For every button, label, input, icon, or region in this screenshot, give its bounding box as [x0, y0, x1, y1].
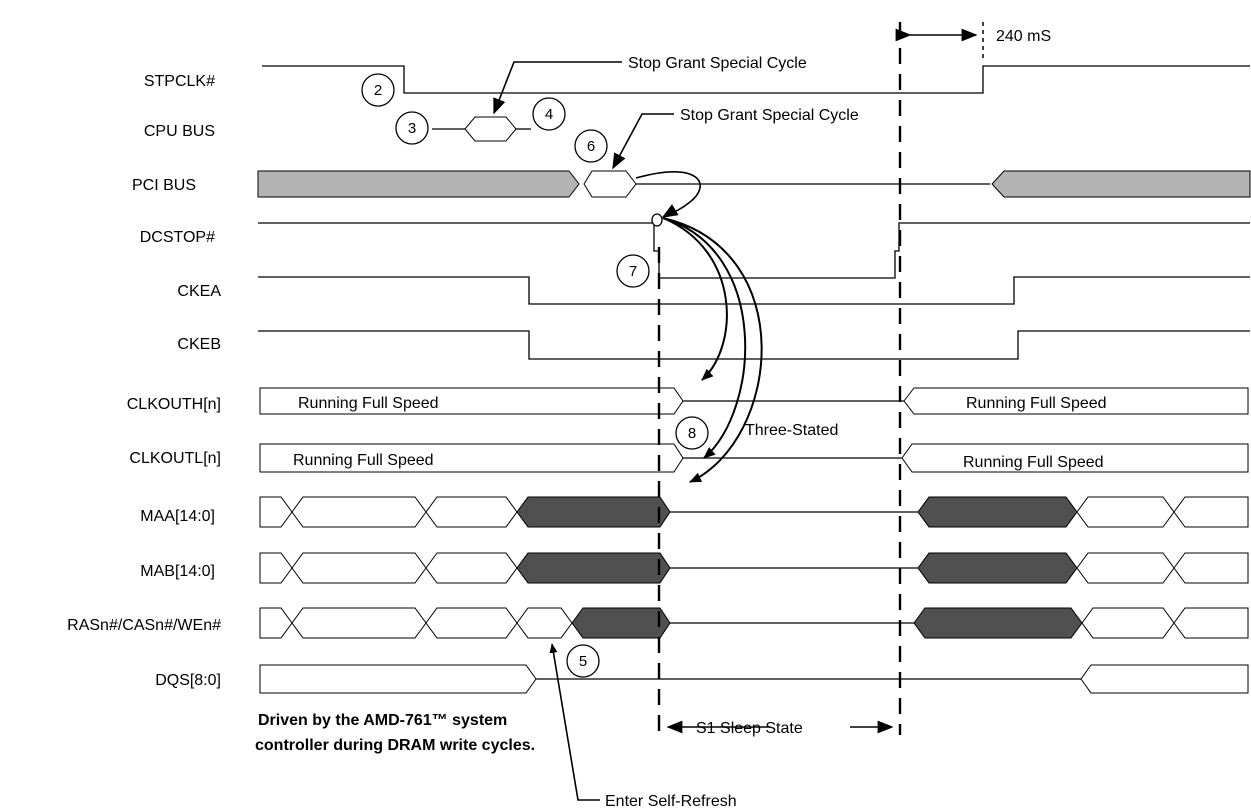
dcstop-to-maa-arrow [662, 217, 763, 483]
dqs-waveform [259, 664, 1249, 694]
s1-sleep-label: S1 Sleep State [696, 720, 803, 737]
signal-label-ckea: CKEA [177, 283, 221, 300]
three-stated-label: Three-Stated [745, 422, 838, 439]
stop-grant-2-label: Stop Grant Special Cycle [680, 107, 859, 124]
stop-grant-2-leader [612, 113, 674, 170]
step-marker-4: 4 [532, 97, 566, 131]
signal-label-mab: MAB[14:0] [140, 563, 215, 580]
dcstop-edge-marker [651, 213, 663, 227]
signal-label-dcstop: DCSTOP# [140, 229, 215, 246]
stop-grant-1-leader [493, 61, 622, 115]
signal-label-pci-bus: PCI BUS [132, 177, 196, 194]
step-marker-7: 7 [616, 254, 650, 288]
dcstop-to-clkoutl-arrow [662, 217, 747, 459]
dcstop-to-clkouth-arrow [662, 217, 728, 381]
clkouth-running-right-label: Running Full Speed [966, 395, 1107, 412]
pci-bus-active-right [991, 170, 1251, 198]
svg-text:4: 4 [545, 106, 553, 123]
svg-text:5: 5 [579, 653, 587, 670]
signal-labels: STPCLK# CPU BUS PCI BUS DCSTOP# CKEA CKE… [67, 73, 221, 689]
clkouth-waveform [259, 387, 1249, 415]
signal-label-maa: MAA[14:0] [140, 508, 215, 525]
enter-self-refresh-leader [549, 643, 600, 801]
mab-waveform [259, 552, 1249, 584]
pci-bus-active-left [257, 170, 580, 198]
signal-label-clkouth: CLKOUTH[n] [127, 396, 221, 413]
enter-self-refresh-label: Enter Self-Refresh [605, 793, 737, 810]
signal-label-clkoutl: CLKOUTL[n] [129, 450, 221, 467]
stpclk-waveform [262, 65, 1250, 94]
dcstop-waveform [258, 213, 1250, 279]
signal-label-stpclk: STPCLK# [144, 73, 215, 90]
svg-text:3: 3 [408, 120, 416, 137]
svg-text:8: 8 [688, 425, 696, 442]
driven-note-line2: controller during DRAM write cycles. [255, 737, 535, 754]
stop-grant-1-label: Stop Grant Special Cycle [628, 55, 807, 72]
svg-text:7: 7 [629, 263, 637, 280]
pci-bus-waveform [257, 170, 1251, 198]
clkoutl-running-right-label: Running Full Speed [963, 454, 1104, 471]
maa-waveform [259, 496, 1249, 528]
pci-to-dcstop-arrow [635, 170, 701, 218]
signal-label-ckeb: CKEB [177, 336, 221, 353]
step-marker-2: 2 [361, 73, 395, 107]
step-marker-3: 3 [395, 111, 429, 145]
svg-text:6: 6 [587, 138, 595, 155]
clkouth-running-left-label: Running Full Speed [298, 395, 439, 412]
svg-text:2: 2 [374, 82, 382, 99]
step-marker-8: 8 [675, 416, 709, 450]
signal-label-dqs: DQS[8:0] [155, 672, 221, 689]
clkoutl-running-left-label: Running Full Speed [293, 452, 434, 469]
clkoutl-waveform [259, 443, 1249, 473]
time-240-label: 240 mS [996, 28, 1051, 45]
cpu-bus-waveform [432, 116, 531, 142]
signal-label-cpu-bus: CPU BUS [144, 123, 215, 140]
driven-note-line1: Driven by the AMD-761™ system [258, 712, 507, 729]
ckea-waveform [258, 276, 1250, 305]
pci-bus-stop-grant-cycle [583, 170, 637, 198]
step-marker-5: 5 [566, 644, 600, 678]
step-marker-6: 6 [574, 129, 608, 163]
ckeb-waveform [258, 330, 1250, 360]
ras-cas-we-waveform [259, 607, 1249, 639]
signal-label-ras-cas-we: RASn#/CASn#/WEn# [67, 617, 221, 634]
